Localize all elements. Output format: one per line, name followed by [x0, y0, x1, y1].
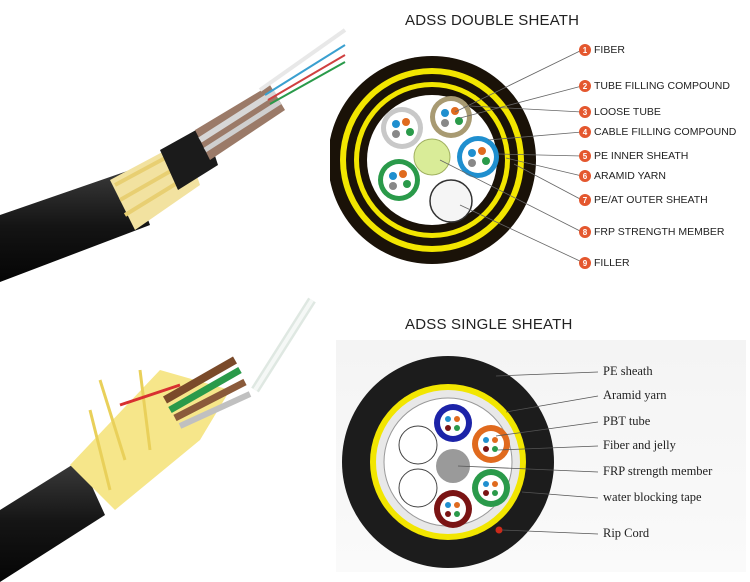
legend-item-cable-filling: 4 CABLE FILLING COMPOUND	[579, 126, 736, 138]
legend-number: 6	[579, 170, 591, 182]
double-sheath-title: ADSS DOUBLE SHEATH	[405, 12, 580, 29]
label-pe-sheath: PE sheath	[603, 364, 653, 378]
label-aramid-yarn: Aramid yarn	[603, 388, 667, 402]
legend-item-frp: 8 FRP STRENGTH MEMBER	[579, 226, 724, 238]
loose-tube-tan	[430, 96, 472, 138]
legend-number: 7	[579, 194, 591, 206]
filler-1	[398, 425, 438, 465]
legend-number: 2	[579, 80, 591, 92]
pbt-tube-orange	[472, 425, 510, 463]
legend-label: LOOSE TUBE	[594, 106, 661, 118]
double-sheath-cross-section	[330, 49, 583, 264]
legend-item-loose-tube: 3 LOOSE TUBE	[579, 106, 661, 118]
legend-number: 4	[579, 126, 591, 138]
legend-label: FIBER	[594, 44, 625, 56]
label-water-blocking: water blocking tape	[603, 490, 702, 504]
double-sheath-cable-photo	[0, 28, 347, 282]
label-pbt-tube: PBT tube	[603, 414, 651, 428]
legend-number: 5	[579, 150, 591, 162]
pbt-tube-maroon	[434, 490, 472, 528]
single-sheath-cross-section	[342, 356, 599, 568]
legend-item-aramid: 6 ARAMID YARN	[579, 170, 666, 182]
single-sheath-title: ADSS SINGLE SHEATH	[405, 316, 573, 333]
rip-cord	[495, 526, 503, 534]
legend-label: CABLE FILLING COMPOUND	[594, 126, 737, 138]
legend-item-pe-inner: 5 PE INNER SHEATH	[579, 150, 688, 162]
label-fiber-jelly: Fiber and jelly	[603, 438, 676, 452]
loose-tube-green	[378, 159, 420, 201]
filler-2	[398, 468, 438, 508]
legend-label: TUBE FILLING COMPOUND	[594, 80, 730, 92]
legend-number: 8	[579, 226, 591, 238]
label-rip-cord: Rip Cord	[603, 526, 650, 540]
filler	[429, 179, 473, 223]
legend-item-filler: 9 FILLER	[579, 257, 630, 269]
legend-label: ARAMID YARN	[594, 170, 666, 182]
pbt-tube-navy	[434, 404, 472, 442]
legend-number: 3	[579, 106, 591, 118]
loose-tube-grey	[381, 107, 423, 149]
legend-item-tube-filling: 2 TUBE FILLING COMPOUND	[579, 80, 730, 92]
legend-item-outer-sheath: 7 PE/AT OUTER SHEATH	[579, 194, 708, 206]
frp-strength-member	[413, 138, 451, 176]
legend-label: PE INNER SHEATH	[594, 150, 689, 162]
legend-label: FRP STRENGTH MEMBER	[594, 226, 725, 238]
legend-number: 9	[579, 257, 591, 269]
single-sheath-cable-photo	[0, 297, 316, 582]
legend-label: PE/AT OUTER SHEATH	[594, 194, 708, 206]
legend-item-fiber: 1 FIBER	[579, 44, 625, 56]
loose-tube-blue	[457, 136, 499, 178]
legend-number: 1	[579, 44, 591, 56]
frp-strength-member	[436, 449, 470, 483]
label-frp: FRP strength member	[603, 464, 713, 478]
pbt-tube-green	[472, 469, 510, 507]
legend-label: FILLER	[594, 257, 630, 269]
